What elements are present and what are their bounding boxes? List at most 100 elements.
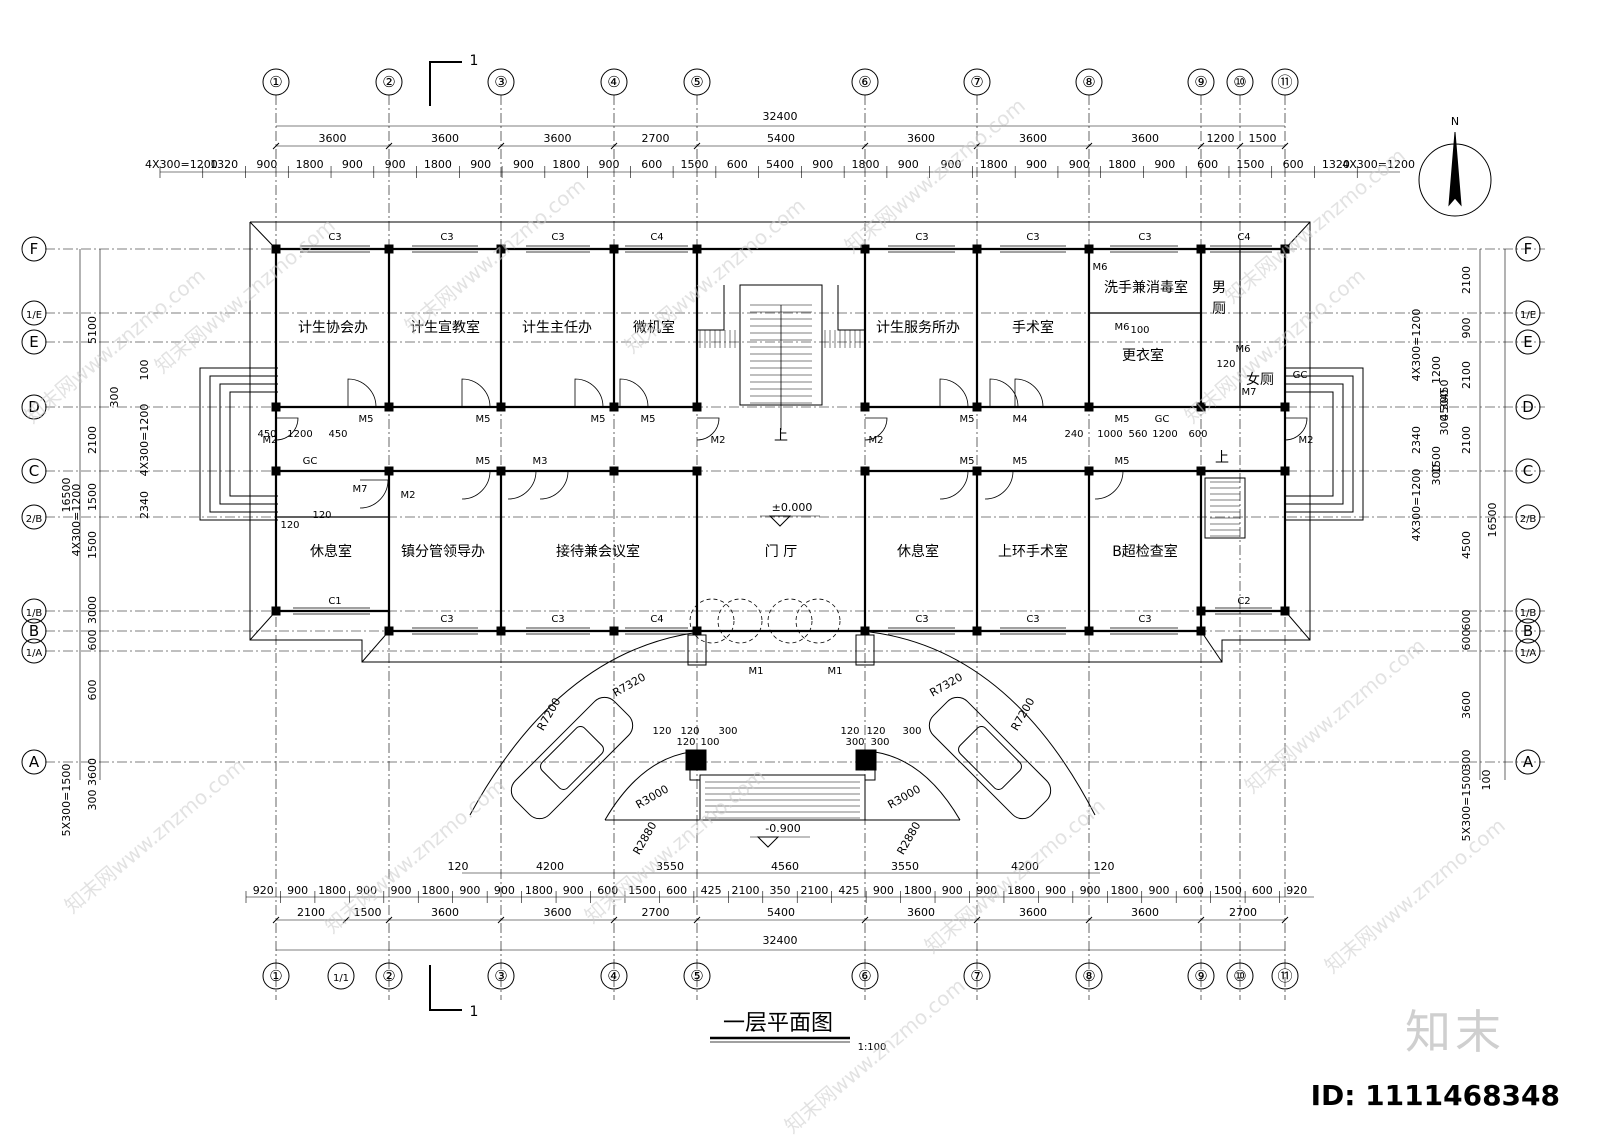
right-dim-10: 100 [1480, 770, 1493, 791]
axis-label-6: ⑥ [858, 967, 871, 985]
drawing-title: 一层平面图 [723, 1011, 833, 1036]
bottom-dim-row2-1: 1500 [354, 906, 382, 919]
axis-bubble [600, 68, 628, 96]
structural-column [1084, 466, 1094, 476]
right-dim-8: 300 [1460, 750, 1473, 771]
dim-tick [385, 142, 393, 150]
bottom-dim-row1-20: 900 [942, 884, 963, 897]
misc-dim-12: 120 [680, 726, 699, 737]
axis-label-4: ④ [607, 73, 620, 91]
window-label-5: C3 [1026, 232, 1039, 243]
dim-tick [1281, 916, 1289, 924]
top-dim-row2-6: 1800 [424, 158, 452, 171]
bottom-dim-row1-28: 1500 [1214, 884, 1242, 897]
bottom-dim-row1-1: 900 [287, 884, 308, 897]
wall-line [361, 630, 390, 663]
misc-dim-1: 1200 [287, 429, 312, 440]
room-label-r1: 计生协会办 [298, 320, 368, 336]
bottom-dim-row1-27: 600 [1183, 884, 1204, 897]
axis-bubble [21, 458, 47, 484]
car-right [928, 696, 1052, 820]
side-steps [1285, 375, 1354, 513]
entrance-door-swing [767, 598, 813, 644]
bottom-dim-row2-0: 2100 [297, 906, 325, 919]
top-dim-row2-26: 600 [1283, 158, 1304, 171]
bottom-dim-row2-6: 3600 [907, 906, 935, 919]
bottom-dim-row0-5: 4200 [1011, 860, 1039, 873]
misc-dim-8: 1200 [1152, 429, 1177, 440]
structural-column [860, 466, 870, 476]
dim-tick [272, 916, 280, 924]
top-dim-row2-18: 900 [941, 158, 962, 171]
axis-label-F: F [1524, 240, 1533, 258]
axis-label-2-B: 2/B [26, 514, 43, 525]
left-dim-6: 3000 [86, 596, 99, 624]
room-label-r17: B超检查室 [1112, 543, 1178, 560]
wall-line [1284, 610, 1311, 641]
bottom-dim-row2-4: 2700 [642, 906, 670, 919]
bottom-dim-row1-0: 920 [253, 884, 274, 897]
right-dim-11: 16500 [1486, 503, 1499, 538]
wall-line [249, 610, 277, 641]
axis-bubble [21, 598, 47, 624]
wall-line [1200, 630, 1223, 663]
room-label-r5: 计生服务所办 [876, 320, 960, 336]
right-dim-0: 2100 [1460, 266, 1473, 294]
axis-label-E: E [1523, 333, 1532, 351]
bottom-dim-row2-9: 2700 [1229, 906, 1257, 919]
axis-bubble [21, 300, 47, 326]
axis-bubble [1515, 329, 1541, 355]
axis-label-7: ⑦ [970, 73, 983, 91]
section-mark [429, 61, 462, 106]
window-label-0: C3 [328, 232, 341, 243]
side-steps [1285, 383, 1344, 505]
room-label-r12: 镇分管领导办 [401, 544, 485, 560]
elevation-triangle [756, 836, 780, 848]
axis-bubble [683, 962, 711, 990]
total-length-bottom: 32400 [763, 934, 798, 947]
axis-label-1-E: 1/E [26, 310, 42, 321]
top-dim-row1-8: 1200 [1207, 132, 1235, 145]
dim-tick [385, 916, 393, 924]
door-label-10: M5 [1013, 456, 1028, 467]
bottom-dim-row1-17: 425 [838, 884, 859, 897]
axis-label-9: ⑨ [1194, 73, 1207, 91]
right-dim-7: 3600 [1460, 691, 1473, 719]
left-dim-0: 5100 [86, 316, 99, 344]
structural-column [972, 626, 982, 636]
door-swing [539, 470, 569, 500]
axis-label-7: ⑦ [970, 967, 983, 985]
right-dim-5: 600 [1460, 610, 1473, 631]
right-dim-12: 4X300=1200 [1410, 309, 1423, 382]
axis-label-A: A [1523, 753, 1534, 771]
door-swing [989, 378, 1019, 408]
axis-label-1: ① [269, 967, 282, 985]
entrance-door-swing [717, 598, 763, 644]
misc-dim-7: 560 [1128, 429, 1147, 440]
drawing-id-label: ID: 1111468348 [1310, 1079, 1560, 1112]
axis-label-6: ⑥ [858, 73, 871, 91]
top-dim-row2-17: 900 [898, 158, 919, 171]
pillar [855, 749, 877, 771]
window-label-16: GC [303, 456, 318, 467]
top-dim-row2-19: 1800 [980, 158, 1008, 171]
structural-column [1280, 402, 1290, 412]
dim-tick [1085, 142, 1093, 150]
window-label-15: C2 [1237, 596, 1250, 607]
bottom-dim-row1-25: 1800 [1111, 884, 1139, 897]
axis-label-B: B [29, 622, 39, 640]
car-body [928, 696, 1052, 820]
axis-bubble [1226, 68, 1254, 96]
misc-dim-10: 120 [1216, 359, 1235, 370]
misc-dim-20: 300 [870, 737, 889, 748]
axis-label-8: ⑧ [1082, 967, 1095, 985]
door-swing [359, 479, 389, 509]
left-dim-11: 5X300=1500 [60, 764, 73, 837]
misc-dim-9: 600 [1188, 429, 1207, 440]
door-label-13: M2 [869, 435, 884, 446]
room-label-r16: 上环手术室 [998, 543, 1068, 560]
window-label-4: C3 [915, 232, 928, 243]
axis-bubble [262, 962, 290, 990]
axis-label-C: C [29, 462, 39, 480]
top-dim-row2-7: 900 [470, 158, 491, 171]
